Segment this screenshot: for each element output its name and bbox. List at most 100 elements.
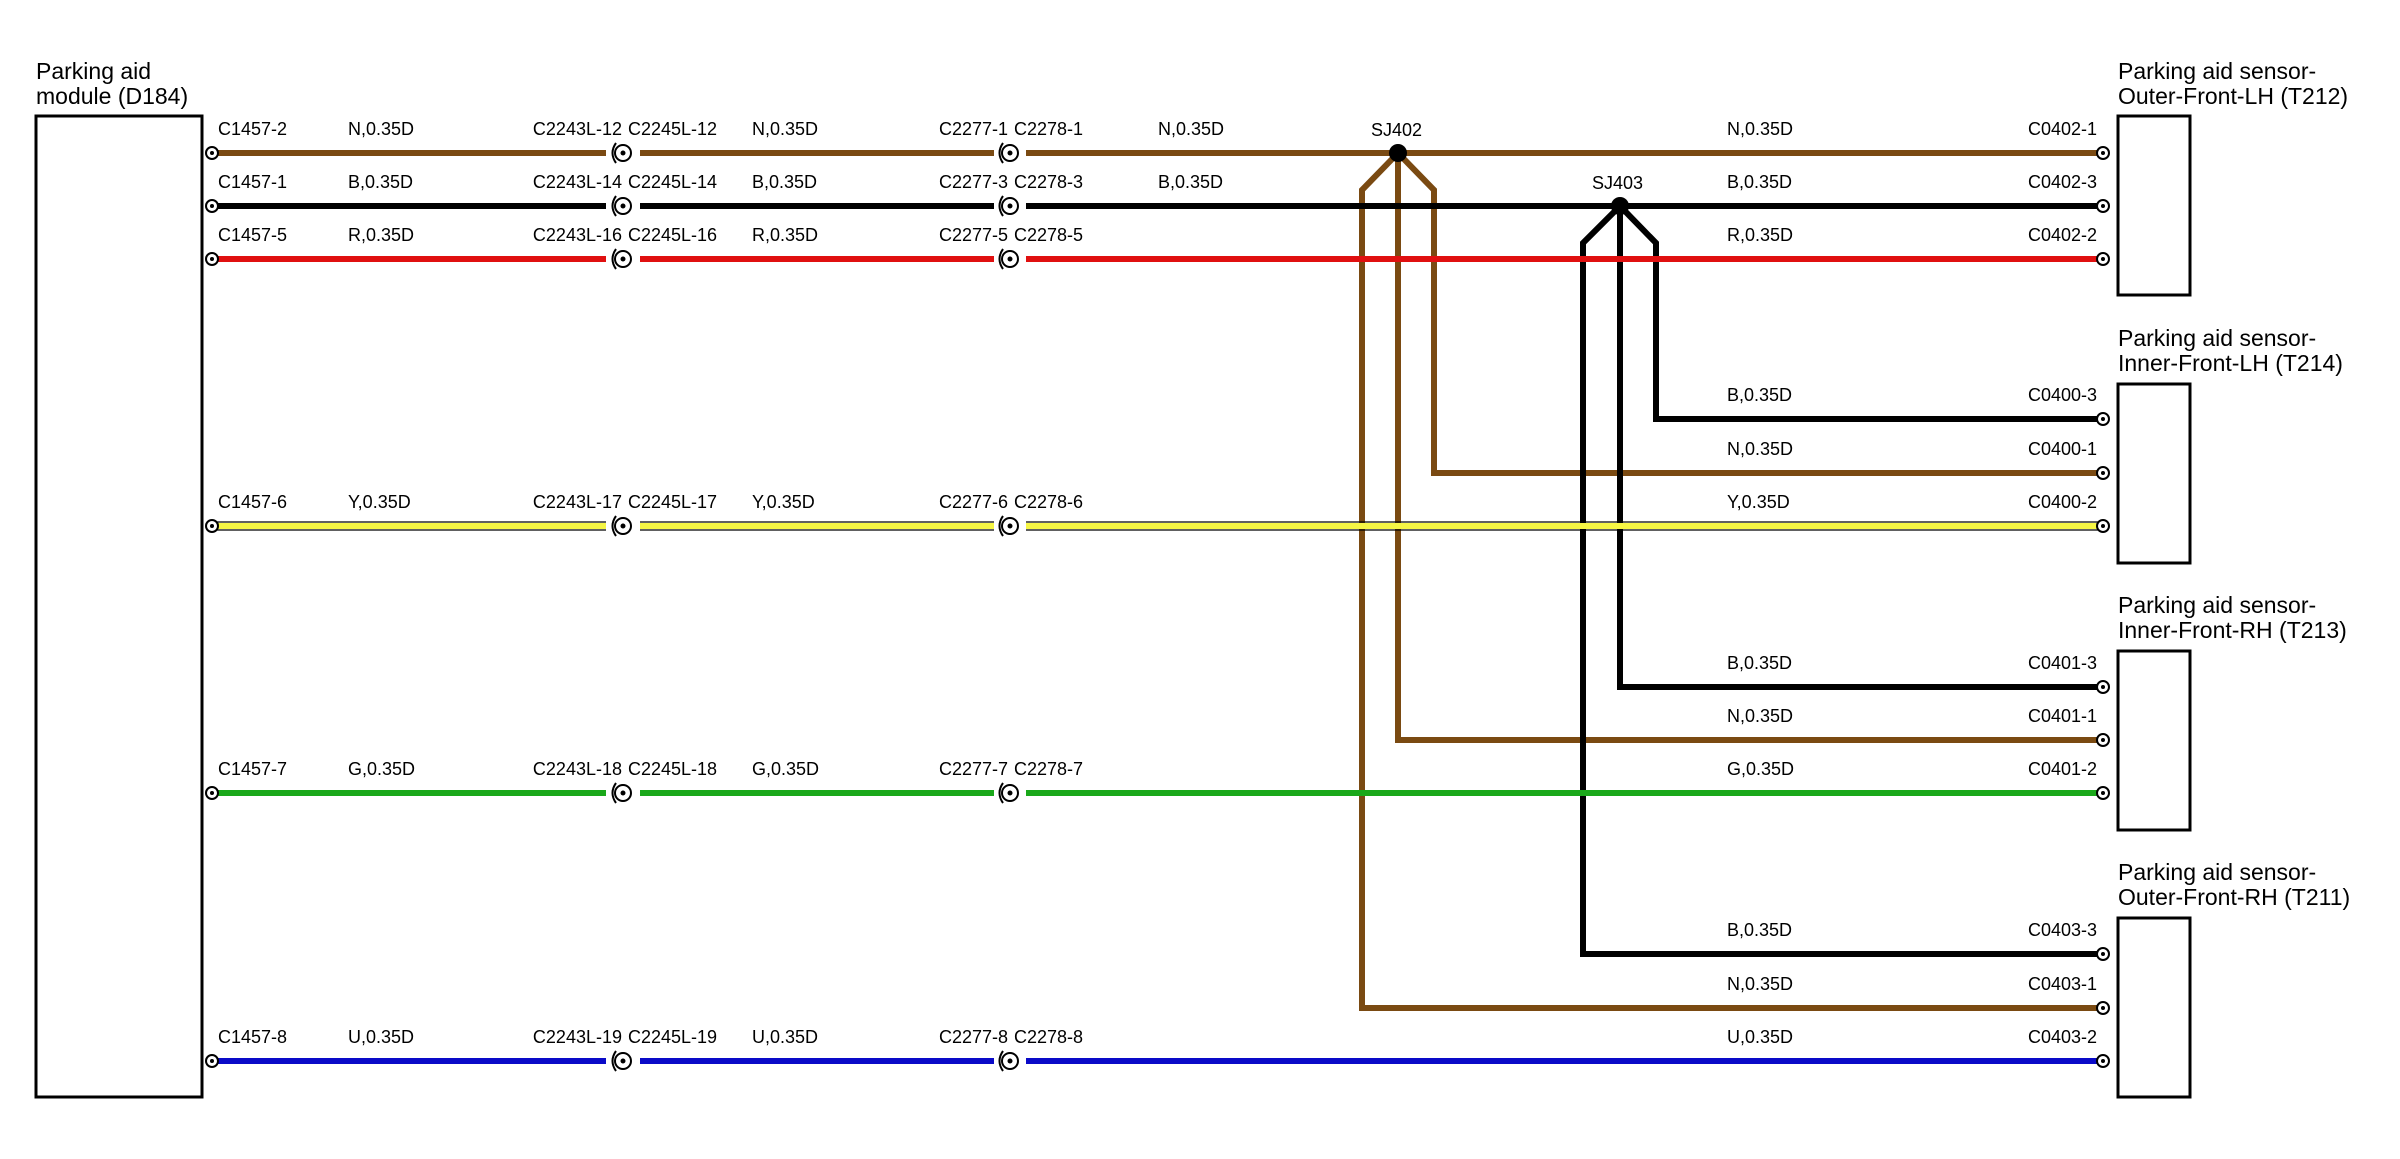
connector-label: C2243L-18 <box>533 759 622 779</box>
terminal-label: C0403-2 <box>2028 1027 2097 1047</box>
connector-label: C2243L-12 <box>533 119 622 139</box>
module-pin-dot <box>210 204 214 208</box>
branch-terminal-c0400-1: N,0.35D C0400-1 <box>1727 439 2110 480</box>
sensor-pin-dot <box>2101 1059 2105 1063</box>
sensor-pin-dot <box>2101 151 2105 155</box>
branch-wire-n-c0401-1 <box>1395 153 2103 743</box>
sensor-title-line1: Parking aid sensor- <box>2118 58 2316 84</box>
module-pin-dot <box>210 524 214 528</box>
module-pin-dot <box>210 791 214 795</box>
sensor-title-line1: Parking aid sensor- <box>2118 325 2316 351</box>
branch-wires <box>1359 150 2103 1011</box>
module-pin-dot <box>210 257 214 261</box>
sensor-pin-dot <box>2101 204 2105 208</box>
pin-label: C1457-1 <box>218 172 287 192</box>
inline-connector <box>611 782 632 804</box>
terminal-label: C0403-3 <box>2028 920 2097 940</box>
wire-label: Y,0.35D <box>348 492 411 512</box>
sensor-pin-dot <box>2101 738 2105 742</box>
sensor-pin-dot <box>2101 685 2105 689</box>
pin-label: C1457-5 <box>218 225 287 245</box>
module-box <box>34 114 204 1099</box>
branch-wire-n-c0400-1 <box>1395 150 2103 476</box>
wire-label: R,0.35D <box>1727 225 1793 245</box>
sensor-box <box>2116 916 2192 1099</box>
pin-label: C1457-2 <box>218 119 287 139</box>
inline-connector <box>611 195 632 217</box>
splice-label: SJ402 <box>1371 120 1422 140</box>
connector-label: C2243L-19 <box>533 1027 622 1047</box>
module-title-line2: module (D184) <box>36 83 188 109</box>
wire-label: R,0.35D <box>752 225 818 245</box>
wire-label: B,0.35D <box>1727 653 1792 673</box>
sensor-box <box>2116 114 2192 297</box>
terminal-label: C0402-3 <box>2028 172 2097 192</box>
wire-label: Y,0.35D <box>1727 492 1790 512</box>
connector-label: C2243L-14 <box>533 172 622 192</box>
connector-label: C2245L-14 <box>628 172 717 192</box>
wire-label: B,0.35D <box>1727 920 1792 940</box>
wire-label: N,0.35D <box>1727 974 1793 994</box>
inline-connector <box>998 142 1019 164</box>
sensor-title-line2: Outer-Front-RH (T211) <box>2118 884 2350 910</box>
connector-label: C2278-8 <box>1014 1027 1083 1047</box>
terminal-label: C0400-1 <box>2028 439 2097 459</box>
wire-label: R,0.35D <box>348 225 414 245</box>
wire-label: U,0.35D <box>348 1027 414 1047</box>
inline-connector <box>998 195 1019 217</box>
wire-label: B,0.35D <box>348 172 413 192</box>
inline-connector <box>998 515 1019 537</box>
wire-label: B,0.35D <box>1158 172 1223 192</box>
terminal-label: C0401-3 <box>2028 653 2097 673</box>
wire-label: G,0.35D <box>752 759 819 779</box>
wire-label: B,0.35D <box>1727 172 1792 192</box>
connector-label: C2278-7 <box>1014 759 1083 779</box>
connector-label: C2278-5 <box>1014 225 1083 245</box>
circuit-c1457-5: C1457-5 R,0.35D C2243L-16 C2245L-16 R,0.35D C… <box>205 225 2110 270</box>
sensor-title-line1: Parking aid sensor- <box>2118 859 2316 885</box>
connector-label: C2277-1 <box>939 119 1008 139</box>
wire-label: N,0.35D <box>1158 119 1224 139</box>
connector-label: C2245L-18 <box>628 759 717 779</box>
connector-label: C2245L-16 <box>628 225 717 245</box>
wire-label: U,0.35D <box>752 1027 818 1047</box>
sensor-title-line2: Inner-Front-RH (T213) <box>2118 617 2347 643</box>
pin-label: C1457-8 <box>218 1027 287 1047</box>
connector-label: C2278-1 <box>1014 119 1083 139</box>
connector-label: C2277-8 <box>939 1027 1008 1047</box>
sensor-pin-dot <box>2101 417 2105 421</box>
terminal-label: C0401-2 <box>2028 759 2097 779</box>
wire-label: B,0.35D <box>1727 385 1792 405</box>
connector-label: C2245L-19 <box>628 1027 717 1047</box>
inline-connector <box>611 515 632 537</box>
sensor-outer-front-rh: Parking aid sensor- Outer-Front-RH (T211… <box>2116 859 2350 1099</box>
splice-dot <box>1611 197 1629 215</box>
terminal-label: C0401-1 <box>2028 706 2097 726</box>
terminal-label: C0403-1 <box>2028 974 2097 994</box>
wire-label: N,0.35D <box>1727 119 1793 139</box>
connector-label: C2243L-16 <box>533 225 622 245</box>
circuit-c1457-1: C1457-1 B,0.35D C2243L-14 C2245L-14 B,0.35D C… <box>205 172 2110 217</box>
wire-label: N,0.35D <box>752 119 818 139</box>
connector-label: C2277-6 <box>939 492 1008 512</box>
parking-aid-module: Parking aid module (D184) <box>34 58 204 1099</box>
connector-label: C2277-5 <box>939 225 1008 245</box>
connector-label: C2278-3 <box>1014 172 1083 192</box>
wire-label: N,0.35D <box>1727 706 1793 726</box>
branch-terminal-c0401-1: N,0.35D C0401-1 <box>1727 706 2110 747</box>
connector-label: C2278-6 <box>1014 492 1083 512</box>
pin-label: C1457-6 <box>218 492 287 512</box>
sensor-inner-front-rh: Parking aid sensor- Inner-Front-RH (T213… <box>2116 592 2347 832</box>
branch-wire-b-c0400-3 <box>1617 203 2103 422</box>
wire-label: N,0.35D <box>348 119 414 139</box>
wire-label: N,0.35D <box>1727 439 1793 459</box>
branch-terminal-c0401-3: B,0.35D C0401-3 <box>1727 653 2110 694</box>
sensor-title-line2: Outer-Front-LH (T212) <box>2118 83 2348 109</box>
connector-label: C2277-7 <box>939 759 1008 779</box>
wire-label: U,0.35D <box>1727 1027 1793 1047</box>
inline-connector <box>611 142 632 164</box>
